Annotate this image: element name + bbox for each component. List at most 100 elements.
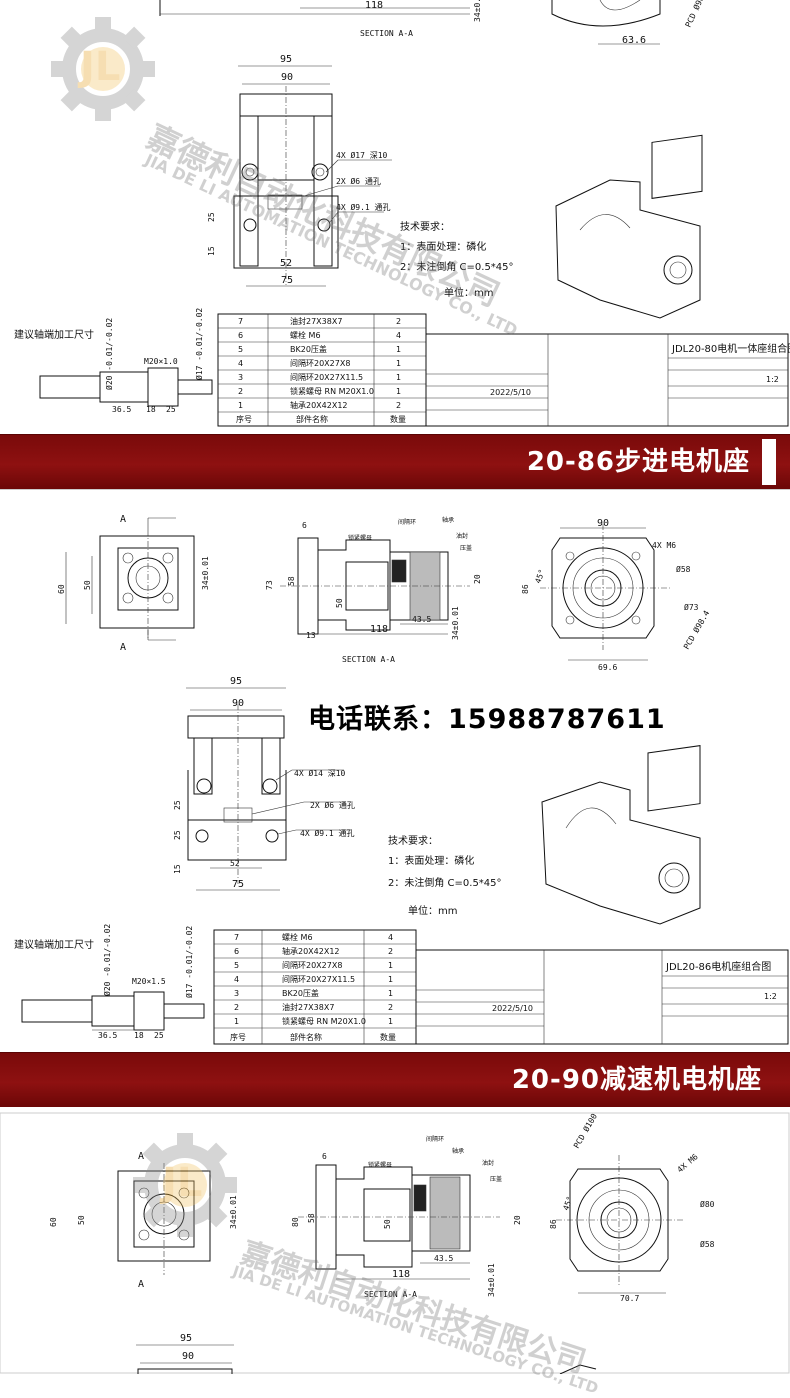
bot-sec-dim-50: 50	[383, 1219, 392, 1229]
callout-4x-17: 4X Ø17 深10	[336, 150, 388, 160]
label-a-bottom-bottom: A	[138, 1279, 144, 1290]
shaft-title-top: 建议轴端加工尺寸	[14, 328, 94, 341]
mid-bracket-dim-75: 75	[232, 879, 244, 890]
table-cell: 6	[238, 331, 243, 340]
dim-34-top: 34±0.01	[473, 0, 482, 22]
table-cell: 7	[238, 317, 243, 326]
gear-logo-icon	[133, 1133, 237, 1237]
phone-contact: 电话联系：15988787611	[308, 704, 666, 735]
bot-callout-oil-seal: 油封	[482, 1159, 494, 1167]
sec-dim-6: 6	[302, 521, 307, 530]
dim-pcd90: PCD Ø90	[683, 0, 706, 29]
bot-front-dim-50: 50	[77, 1215, 86, 1225]
mid-shaft-36-5: 36.5	[98, 1031, 117, 1040]
parts-table-top: 7 油封27X38X7 2 6 螺栓 M6 4 5 BK20压盖 1 4 间隔环…	[236, 316, 406, 424]
drawing-jdl20-80: 118 34±0.01 SECTION A-A 63.6 PCD Ø90 95 …	[0, 0, 790, 434]
front-dim-60: 60	[57, 584, 66, 594]
scale-top: 1:2	[766, 375, 779, 384]
bracket-dim-15: 15	[207, 246, 216, 256]
bot-right-dim-70-7: 70.7	[620, 1294, 639, 1303]
bot-bracket-dim-95: 95	[180, 1333, 192, 1344]
table-cell: BK20压盖	[290, 344, 327, 354]
tech-line-2-top: 2：未注倒角 C=0.5*45°	[400, 260, 514, 273]
date-mid: 2022/5/10	[492, 1004, 533, 1013]
right-dim-90: 90	[597, 518, 609, 529]
mid-shaft-m20: M20×1.5	[132, 977, 166, 986]
mid-bracket-dim-25a: 25	[173, 800, 182, 810]
front-dim-50: 50	[83, 580, 92, 590]
right-dim-45: 45°	[533, 568, 546, 585]
bot-sec-dim-34: 34±0.01	[487, 1263, 496, 1297]
mid-bracket-dim-25b: 25	[173, 830, 182, 840]
table-cell: 轴承20X42X12	[290, 400, 348, 410]
bot-right-dim-pcd100: PCD Ø100	[571, 1111, 599, 1150]
bracket-dim-25: 25	[207, 212, 216, 222]
bot-bracket-dim-90: 90	[182, 1351, 194, 1362]
tech-title-top: 技术要求：	[400, 220, 450, 233]
bracket-dim-95: 95	[280, 54, 292, 65]
tech-line-1-top: 1：表面处理：磷化	[400, 240, 486, 253]
unit-top: 单位：mm	[444, 286, 493, 299]
table-cell: 1	[388, 975, 393, 984]
table-cell: 1	[388, 1017, 393, 1026]
bot-front-dim-60: 60	[49, 1217, 58, 1227]
bot-sec-dim-80: 80	[291, 1217, 300, 1227]
table-cell: 1	[238, 401, 243, 410]
mid-callout-2x-6: 2X Ø6 通孔	[310, 800, 355, 810]
dim-118-top: 118	[365, 0, 383, 11]
drawing-jdl20-80-svg: 118 34±0.01 SECTION A-A 63.6 PCD Ø90 95 …	[14, 0, 790, 427]
label-a-bottom: A	[120, 642, 126, 653]
table-cell: 3	[234, 989, 239, 998]
mid-bracket-dim-95: 95	[230, 676, 242, 687]
table-cell: 1	[234, 1017, 239, 1026]
table-cell: 间隔环20X27X8	[290, 359, 350, 368]
watermark-logo-top: JL	[48, 14, 158, 124]
bot-sec-dim-118: 118	[392, 1269, 410, 1280]
table-cell: 1	[396, 387, 401, 396]
mid-bracket-dim-15: 15	[173, 864, 182, 874]
front-dim-34: 34±0.01	[201, 556, 210, 590]
bot-callout-spacer: 间隔环	[426, 1135, 444, 1143]
table-header: 部件名称	[290, 1032, 322, 1042]
table-header: 序号	[236, 414, 252, 424]
unit-mid: 单位：mm	[408, 904, 457, 917]
table-cell: 7	[234, 933, 239, 942]
callout-oil-seal: 油封	[456, 532, 468, 540]
sec-dim-13: 13	[306, 631, 316, 640]
right-dim-86: 86	[521, 584, 530, 594]
right-dim-4xm6: 4X M6	[652, 541, 676, 550]
table-cell: 锁紧螺母 RN M20X1.0	[290, 386, 374, 396]
table-cell: BK20压盖	[282, 988, 319, 998]
mid-shaft-18: 18	[134, 1031, 144, 1040]
table-cell: 1	[388, 961, 393, 970]
right-dim-pcd98: PCD Ø98.4	[681, 608, 711, 651]
callout-cover: 压盖	[460, 544, 472, 552]
shaft-dim-25: 25	[166, 405, 176, 414]
callout-bearing: 轴承	[442, 516, 454, 524]
table-cell: 螺栓 M6	[290, 330, 321, 340]
table-header: 部件名称	[296, 414, 328, 424]
watermark-logo-text: JL	[80, 44, 121, 90]
drawing-jdl20-90-svg: A A 60 50 34±0.01 6 80 58 50 20 118 43.5…	[0, 1111, 790, 1374]
table-cell: 1	[396, 359, 401, 368]
table-cell: 2	[396, 317, 401, 326]
drawing-jdl20-86-svg: A A 60 50 34±0.01 6 73 58 50 20 13 118 4…	[14, 514, 789, 1045]
shaft-dim-m20: M20×1.0	[144, 357, 178, 366]
table-cell: 1	[388, 989, 393, 998]
bot-sec-dim-20: 20	[513, 1215, 522, 1225]
bot-right-dim-58: Ø58	[700, 1239, 715, 1249]
sec-dim-118: 118	[370, 624, 388, 635]
shaft-dim-20: Ø20 -0.01/-0.02	[104, 318, 114, 390]
bot-right-dim-86: 86	[549, 1219, 558, 1229]
table-cell: 油封27X38X7	[290, 316, 342, 326]
section-banner-20-86: 20-86步进电机座	[0, 434, 790, 490]
label-a-top: A	[120, 514, 126, 525]
table-cell: 1	[396, 345, 401, 354]
mid-shaft-20: Ø20 -0.01/-0.02	[102, 924, 112, 996]
table-cell: 锁紧螺母 RN M20X1.0	[282, 1016, 366, 1026]
table-cell: 6	[234, 947, 239, 956]
table-cell: 油封27X38X7	[282, 1002, 334, 1012]
table-cell: 2	[238, 387, 243, 396]
bracket-dim-90: 90	[281, 72, 293, 83]
table-cell: 4	[238, 359, 243, 368]
